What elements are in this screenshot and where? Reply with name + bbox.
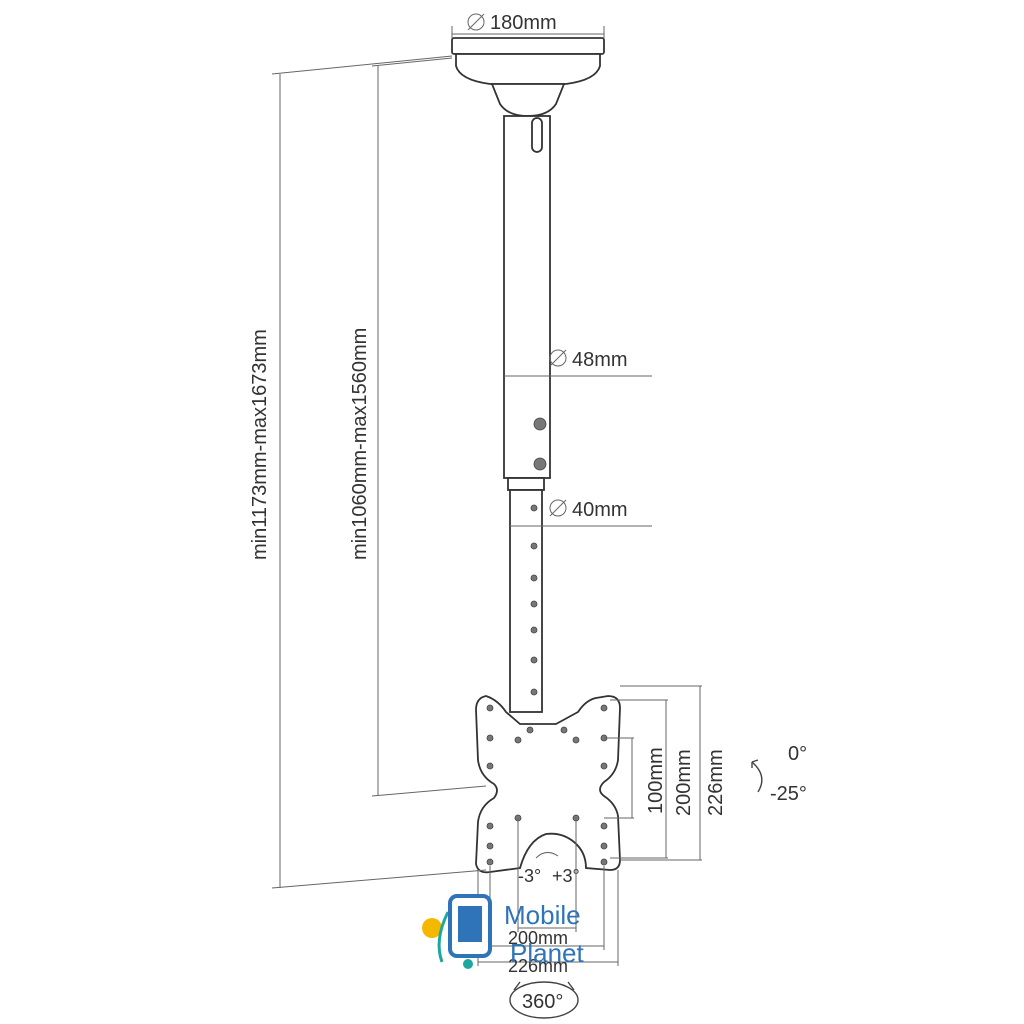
pole-height-label: min1060mm-max1560mm bbox=[349, 328, 371, 560]
vesa-horizontal-dimensions: 200mm 226mm bbox=[477, 818, 619, 976]
mobile-planet-logo: Mobile Planet bbox=[422, 894, 584, 969]
vesa-horizontal-large-label: 226mm bbox=[508, 956, 568, 976]
vesa-vertical-small-label: 100mm bbox=[645, 747, 667, 814]
upper-pole bbox=[503, 115, 551, 479]
tilt-top-label: 0° bbox=[788, 743, 807, 765]
upper-pole-diameter-dimension: 48mm bbox=[504, 349, 652, 377]
tilt-bottom-label: -25° bbox=[770, 783, 807, 805]
lower-pole-diameter-label: 40mm bbox=[572, 499, 628, 521]
lower-pole-diameter-dimension: 40mm bbox=[510, 499, 652, 527]
overall-height-dimension: min1173mm-max1673mm bbox=[249, 55, 487, 889]
upper-pole-diameter-label: 48mm bbox=[572, 349, 628, 371]
base-diameter-label: 180mm bbox=[490, 12, 557, 34]
lower-pole bbox=[507, 477, 545, 713]
vesa-plate bbox=[475, 695, 621, 874]
logo-text-line1: Mobile bbox=[504, 900, 581, 930]
base-diameter-dimension: 180mm bbox=[451, 12, 605, 38]
swivel-right-label: +3° bbox=[552, 866, 580, 886]
logo-text-line2: Planet bbox=[510, 938, 584, 968]
vesa-vertical-large-label: 226mm bbox=[705, 749, 727, 816]
overall-height-label: min1173mm-max1673mm bbox=[249, 329, 271, 560]
rotation-label: 360° bbox=[522, 991, 563, 1013]
swivel-indicator: -3° +3° bbox=[518, 852, 580, 886]
vesa-vertical-mid-label: 200mm bbox=[673, 749, 695, 816]
logo-teal-dot bbox=[463, 959, 473, 969]
tilt-indicator: 0° -25° bbox=[751, 743, 807, 805]
rotation-indicator: 360° bbox=[509, 981, 579, 1019]
vesa-horizontal-mid-label: 200mm bbox=[508, 928, 568, 948]
logo-yellow-dot bbox=[422, 918, 442, 938]
swivel-left-label: -3° bbox=[518, 866, 541, 886]
vesa-vertical-dimensions: 100mm 200mm 226mm bbox=[604, 685, 727, 861]
ceiling-plate bbox=[451, 37, 605, 117]
pole-height-dimension: min1060mm-max1560mm bbox=[349, 57, 487, 797]
